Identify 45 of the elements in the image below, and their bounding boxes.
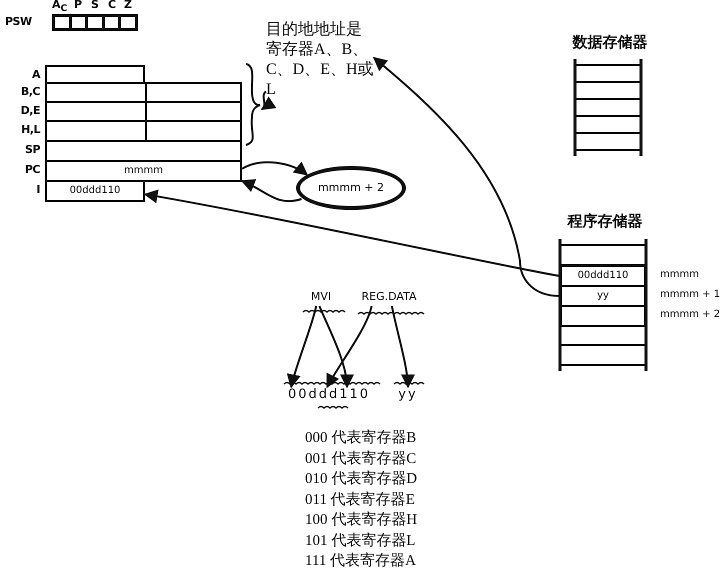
code-meaning: 100 代表寄存器H [305,510,418,529]
register-name: I [35,183,40,196]
instruction-field: 00ddd110 [284,387,374,405]
register-box: 00ddd110 [45,180,145,202]
flag-name: C [108,0,116,11]
register-box: mmmm [45,160,242,182]
register-name: D,E [20,104,40,117]
arrow [260,90,276,110]
instruction-field: REG.DATA [360,290,418,306]
arrow [240,180,302,202]
ellipse-node: mmmm + 2 [296,166,406,210]
arrow [287,306,318,388]
flag-name: P [74,0,82,11]
code-meaning: 010 代表寄存器D [305,469,418,488]
register-name: PC [24,163,40,176]
register-name: B,C [20,85,40,98]
register-name: H,L [20,123,40,136]
register-name: SP [24,143,40,156]
arrow [372,56,560,297]
register-name: PSW [5,15,32,28]
arrow [242,161,308,176]
arrow [390,306,414,388]
memory-cell: yy [560,285,646,307]
code-meaning: 101 代表寄存器L [305,531,416,550]
instruction-field: MVI [305,290,337,306]
flag-name: A$_{C}$ [52,0,68,16]
flag-name: S [91,0,99,11]
memory-cell [560,305,646,327]
instruction-field: yy [396,387,420,405]
address-label: mmmm + 1 [660,289,720,301]
address-label: mmmm [660,269,699,281]
address-label: mmmm + 2 [660,309,720,321]
code-meaning: 000 代表寄存器B [305,428,416,447]
register-name: A [30,68,40,81]
arrow [318,306,354,388]
memory-title: 数据存储器 [571,33,648,52]
arrow [326,306,373,388]
memory-title: 程序存储器 [566,212,644,231]
code-meaning: 011 代表寄存器E [305,490,415,508]
flag-name: Z [124,0,132,11]
memory-cell: 00ddd110 [560,265,646,287]
code-meaning: 001 代表寄存器C [305,449,416,468]
note-text: 目的地地址是寄存器A、B、C、D、E、H或L [266,20,374,104]
code-meaning: 111 代表寄存器A [305,551,416,570]
arrow [144,190,560,277]
